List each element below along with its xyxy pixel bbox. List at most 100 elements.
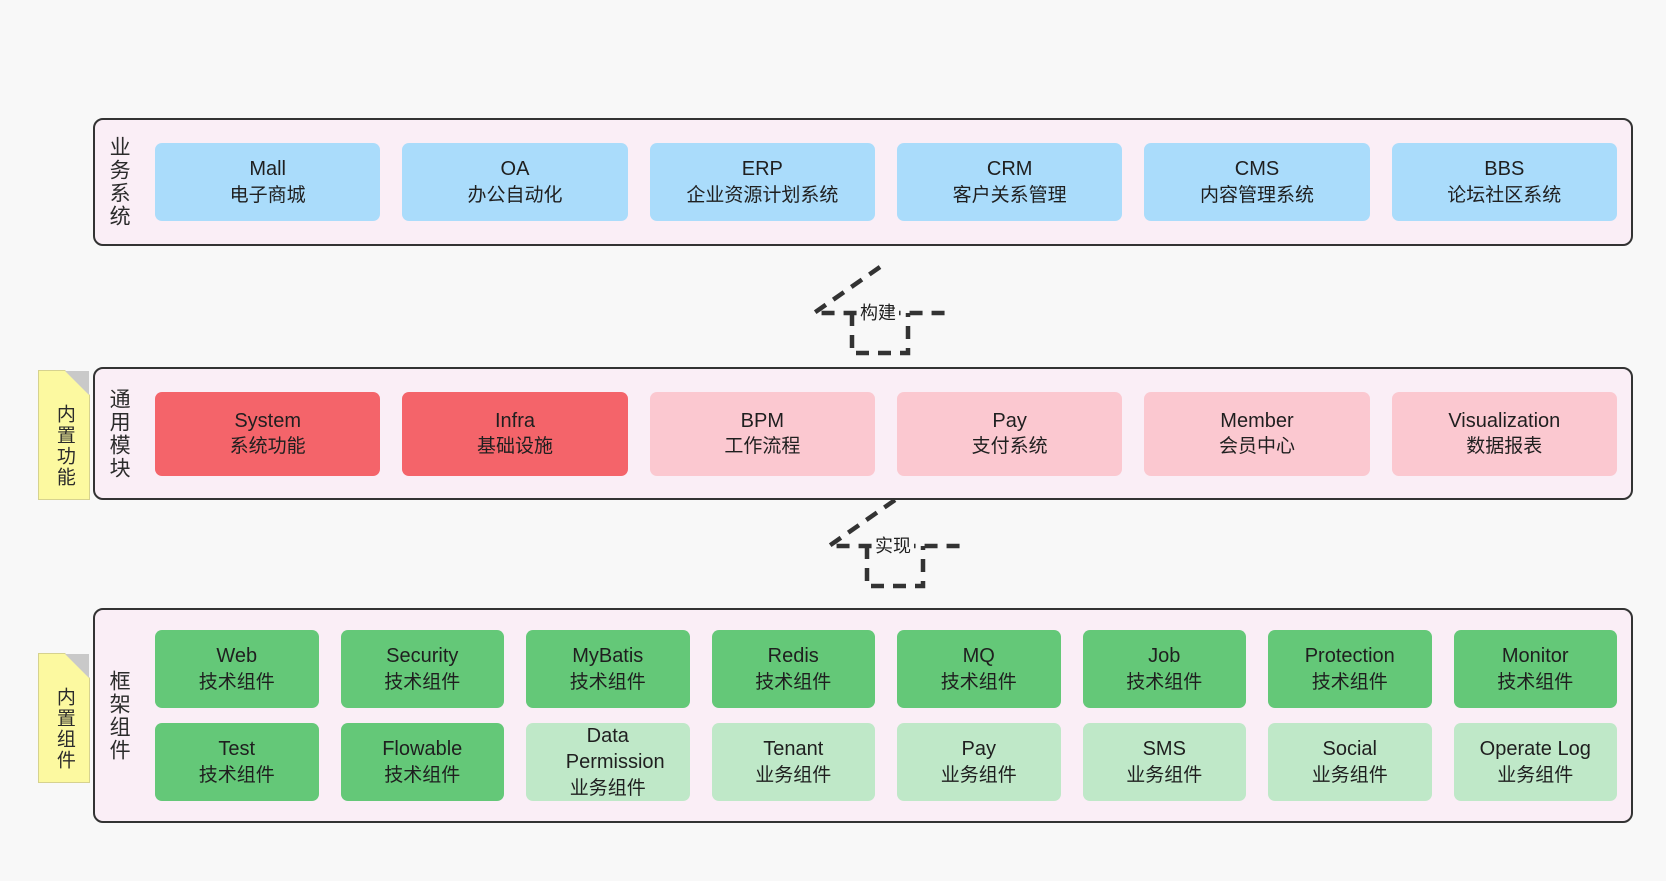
card-crm-name: CRM xyxy=(986,158,1033,181)
card-pay-component-desc: 业务组件 xyxy=(940,764,1017,786)
card-pay-module-name: Pay xyxy=(992,409,1027,432)
card-redis-desc: 技术组件 xyxy=(755,671,832,693)
note-builtin-components-text: 内置组件 xyxy=(53,687,75,771)
card-data-permission-desc: 业务组件 xyxy=(569,777,646,799)
card-operate-log-desc: 业务组件 xyxy=(1497,764,1574,786)
card-oa[interactable]: OA 办公自动化 xyxy=(402,143,628,221)
note-builtin-features: 内置功能 xyxy=(38,370,90,500)
card-member[interactable]: Member 会员中心 xyxy=(1144,391,1370,476)
card-web-desc: 技术组件 xyxy=(198,671,275,693)
card-bbs-desc: 论坛社区系统 xyxy=(1447,184,1562,206)
arrow-implement: 实现 xyxy=(815,498,975,589)
card-tenant-name: Tenant xyxy=(763,738,824,761)
card-operate-log[interactable]: Operate Log 业务组件 xyxy=(1453,723,1617,801)
card-data-permission-name: Data Permission xyxy=(565,725,665,774)
card-tenant-desc: 业务组件 xyxy=(755,764,832,786)
business-system-layer: 业务系统 Mall 电子商城 OA 办公自动化 ERP 企业资源计划系统 CRM… xyxy=(93,118,1633,246)
note-fold-icon xyxy=(65,371,89,395)
card-monitor-name: Monitor xyxy=(1501,645,1569,668)
card-sms[interactable]: SMS 业务组件 xyxy=(1082,723,1246,801)
card-operate-log-name: Operate Log xyxy=(1479,738,1591,761)
card-protection[interactable]: Protection 技术组件 xyxy=(1268,630,1432,708)
card-flowable[interactable]: Flowable 技术组件 xyxy=(340,723,504,801)
card-visualization-name: Visualization xyxy=(1448,409,1561,432)
card-monitor-desc: 技术组件 xyxy=(1497,671,1574,693)
business-system-row: Mall 电子商城 OA 办公自动化 ERP 企业资源计划系统 CRM 客户关系… xyxy=(155,143,1617,221)
card-protection-desc: 技术组件 xyxy=(1311,671,1388,693)
card-social-name: Social xyxy=(1322,738,1377,761)
framework-row-business: Test 技术组件 Flowable 技术组件 Data Permission … xyxy=(155,723,1617,801)
card-oa-name: OA xyxy=(500,158,530,181)
card-cms-desc: 内容管理系统 xyxy=(1199,184,1314,206)
card-security-desc: 技术组件 xyxy=(384,671,461,693)
card-mall-desc: 电子商城 xyxy=(229,184,306,206)
card-security-name: Security xyxy=(386,645,459,668)
card-oa-desc: 办公自动化 xyxy=(467,184,563,206)
card-bpm-desc: 工作流程 xyxy=(724,436,801,458)
card-monitor[interactable]: Monitor 技术组件 xyxy=(1453,630,1617,708)
common-module-layer-title: 通用模块 xyxy=(107,387,131,480)
card-mall-name: Mall xyxy=(249,158,286,181)
card-redis[interactable]: Redis 技术组件 xyxy=(711,630,875,708)
card-tenant[interactable]: Tenant 业务组件 xyxy=(711,723,875,801)
card-visualization-desc: 数据报表 xyxy=(1466,436,1543,458)
card-flowable-name: Flowable xyxy=(382,738,463,761)
card-system-name: System xyxy=(234,409,301,432)
card-infra-desc: 基础设施 xyxy=(476,436,553,458)
card-job[interactable]: Job 技术组件 xyxy=(1082,630,1246,708)
common-module-cards: System 系统功能 Infra 基础设施 BPM 工作流程 Pay 支付系统… xyxy=(141,369,1631,498)
card-mall[interactable]: Mall 电子商城 xyxy=(155,143,381,221)
card-bbs-name: BBS xyxy=(1484,158,1525,181)
card-mq[interactable]: MQ 技术组件 xyxy=(897,630,1061,708)
card-bpm[interactable]: BPM 工作流程 xyxy=(649,391,875,476)
card-crm[interactable]: CRM 客户关系管理 xyxy=(896,143,1123,221)
card-mybatis-desc: 技术组件 xyxy=(569,671,646,693)
card-cms[interactable]: CMS 内容管理系统 xyxy=(1144,143,1370,221)
card-social-desc: 业务组件 xyxy=(1311,764,1388,786)
business-system-cards: Mall 电子商城 OA 办公自动化 ERP 企业资源计划系统 CRM 客户关系… xyxy=(141,120,1631,244)
card-pay-component[interactable]: Pay 业务组件 xyxy=(897,723,1061,801)
card-data-permission[interactable]: Data Permission 业务组件 xyxy=(526,723,690,801)
card-mq-desc: 技术组件 xyxy=(940,671,1017,693)
card-member-desc: 会员中心 xyxy=(1218,436,1295,458)
card-mybatis-name: MyBatis xyxy=(572,645,644,668)
note-fold-icon-2 xyxy=(65,654,89,678)
card-test-name: Test xyxy=(218,738,256,761)
arrow-build: 构建 xyxy=(800,265,960,356)
common-module-layer: 通用模块 System 系统功能 Infra 基础设施 BPM 工作流程 Pay… xyxy=(93,367,1633,500)
card-job-desc: 技术组件 xyxy=(1126,671,1203,693)
card-protection-name: Protection xyxy=(1304,645,1395,668)
framework-component-cards: Web 技术组件 Security 技术组件 MyBatis 技术组件 Redi… xyxy=(141,610,1631,821)
card-bpm-name: BPM xyxy=(740,409,784,432)
arrow-implement-label: 实现 xyxy=(872,532,914,558)
card-test[interactable]: Test 技术组件 xyxy=(155,723,319,801)
card-flowable-desc: 技术组件 xyxy=(384,764,461,786)
card-erp[interactable]: ERP 企业资源计划系统 xyxy=(649,143,875,221)
card-test-desc: 技术组件 xyxy=(198,764,275,786)
card-crm-desc: 客户关系管理 xyxy=(952,184,1067,206)
card-mq-name: MQ xyxy=(962,645,995,668)
card-sms-name: SMS xyxy=(1142,738,1186,761)
card-system[interactable]: System 系统功能 xyxy=(155,391,381,476)
common-module-row: System 系统功能 Infra 基础设施 BPM 工作流程 Pay 支付系统… xyxy=(155,391,1617,476)
arrow-build-label: 构建 xyxy=(857,299,899,325)
card-web[interactable]: Web 技术组件 xyxy=(155,630,319,708)
note-builtin-components: 内置组件 xyxy=(38,653,90,783)
card-infra-name: Infra xyxy=(494,409,535,432)
card-sms-desc: 业务组件 xyxy=(1126,764,1203,786)
card-erp-name: ERP xyxy=(741,158,783,181)
note-builtin-features-text: 内置功能 xyxy=(53,404,75,488)
card-visualization[interactable]: Visualization 数据报表 xyxy=(1391,391,1617,476)
arrow-build-shape xyxy=(806,265,946,356)
card-infra[interactable]: Infra 基础设施 xyxy=(402,391,628,476)
card-erp-desc: 企业资源计划系统 xyxy=(686,184,839,206)
arrow-implement-shape xyxy=(821,498,961,589)
card-pay-module[interactable]: Pay 支付系统 xyxy=(896,391,1123,476)
card-social[interactable]: Social 业务组件 xyxy=(1268,723,1432,801)
card-member-name: Member xyxy=(1220,409,1294,432)
card-bbs[interactable]: BBS 论坛社区系统 xyxy=(1391,143,1617,221)
card-security[interactable]: Security 技术组件 xyxy=(340,630,504,708)
card-mybatis[interactable]: MyBatis 技术组件 xyxy=(526,630,690,708)
card-pay-module-desc: 支付系统 xyxy=(971,436,1048,458)
card-pay-component-name: Pay xyxy=(961,738,996,761)
